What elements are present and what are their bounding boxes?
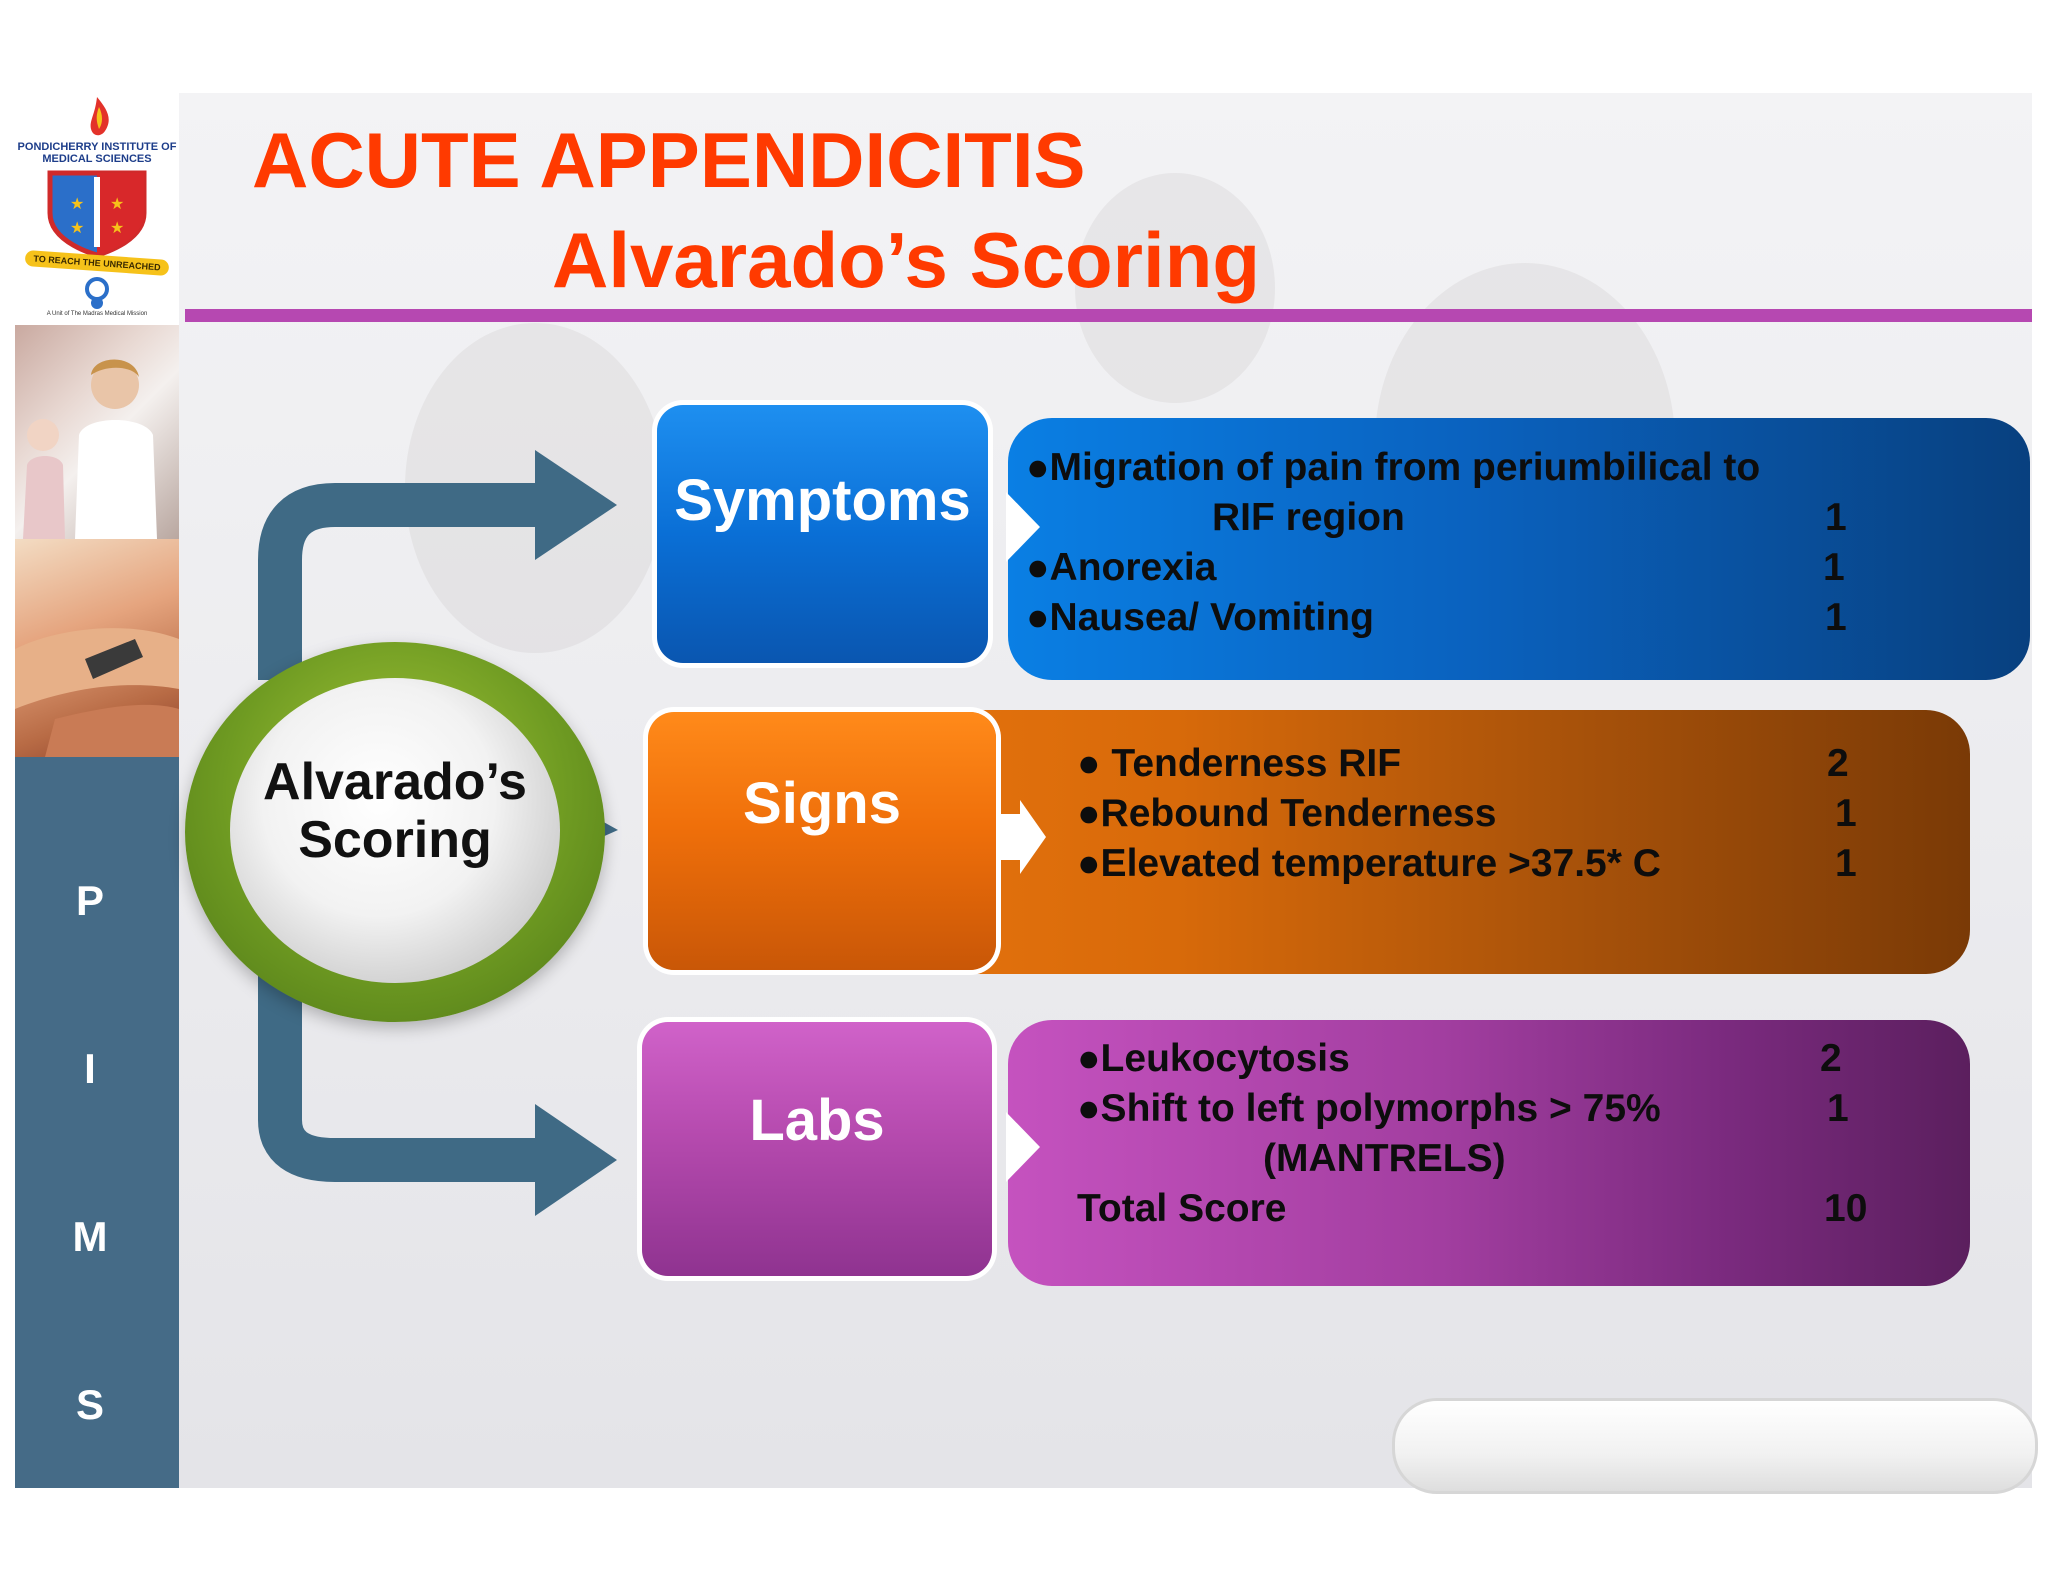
- symptoms-pointer: [1006, 492, 1040, 562]
- signs-box: Signs: [648, 712, 996, 970]
- labs-score-2: 1: [1827, 1087, 1849, 1130]
- signs-pointer: [1000, 800, 1046, 874]
- svg-text:★: ★: [110, 218, 124, 237]
- background-figure-mid: [1075, 173, 1275, 403]
- symptoms-detail-box: [1008, 418, 2030, 680]
- flame-icon: ★ ★ ★ ★: [47, 97, 147, 309]
- pims-letter-s: S: [75, 1381, 104, 1428]
- logo-text: PONDICHERRY INSTITUTE OF MEDICAL SCIENCE…: [17, 141, 177, 165]
- signs-score-1: 2: [1827, 742, 1849, 785]
- symptoms-label: Symptoms: [674, 468, 971, 533]
- title-divider: [185, 309, 2032, 322]
- symptoms-box: Symptoms: [657, 405, 988, 663]
- signs-item-2: ●Rebound Tenderness: [1077, 792, 1497, 835]
- labs-detail-box: [1008, 1020, 1970, 1286]
- signs-score-2: 1: [1835, 792, 1857, 835]
- signs-item-3: ●Elevated temperature >37.5* C: [1077, 842, 1661, 885]
- symptoms-score-3: 1: [1825, 596, 1847, 639]
- labs-item-2-cont: (MANTRELS): [1263, 1137, 1506, 1180]
- pims-letter-i: I: [84, 1045, 96, 1092]
- institute-logo: ★ ★ ★ ★ PONDICHERRY INSTITUTE OF MEDICAL…: [15, 93, 179, 325]
- center-circle: [230, 678, 560, 983]
- slide-title: ACUTE APPENDICITIS: [252, 116, 1086, 204]
- labs-score-1: 2: [1820, 1037, 1842, 1080]
- symptoms-item-1: ●Migration of pain from periumbilical to: [1026, 446, 1761, 489]
- blood-pressure-photo: [15, 539, 179, 757]
- logo-subtext: A Unit of The Madras Medical Mission: [46, 311, 148, 317]
- symptoms-score-2: 1: [1823, 546, 1845, 589]
- symptoms-item-3: ●Nausea/ Vomiting: [1026, 596, 1374, 639]
- center-label-line2: Scoring: [298, 811, 492, 869]
- signs-score-3: 1: [1835, 842, 1857, 885]
- slide-subtitle: Alvarado’s Scoring: [552, 216, 1260, 304]
- total-score-value: 10: [1824, 1187, 1868, 1230]
- labs-item-1: ●Leukocytosis: [1077, 1037, 1350, 1080]
- labs-item-2: ●Shift to left polymorphs > 75%: [1077, 1087, 1661, 1130]
- signs-item-1: ● Tenderness RIF: [1077, 742, 1402, 785]
- signs-label: Signs: [743, 771, 901, 836]
- symptoms-score-1: 1: [1825, 496, 1847, 539]
- center-label-line1: Alvarado’s: [263, 753, 527, 811]
- symptoms-item-1-cont: RIF region: [1212, 496, 1405, 539]
- left-sidebar: ★ ★ ★ ★ PONDICHERRY INSTITUTE OF MEDICAL…: [15, 93, 179, 1488]
- symptoms-item-2: ●Anorexia: [1026, 546, 1217, 589]
- center-label: Alvarado’s Scoring: [230, 753, 560, 869]
- labs-pointer: [1006, 1112, 1040, 1182]
- labs-label: Labs: [749, 1088, 885, 1153]
- pims-letter-m: M: [72, 1213, 108, 1260]
- labs-box: Labs: [642, 1022, 992, 1276]
- svg-text:★: ★: [70, 218, 84, 237]
- pims-letter-p: P: [75, 877, 104, 924]
- svg-text:★: ★: [110, 194, 124, 213]
- svg-text:★: ★: [70, 194, 84, 213]
- total-score-label: Total Score: [1077, 1187, 1287, 1230]
- decorative-pill: [1392, 1398, 2038, 1494]
- doctor-photo: [15, 325, 179, 539]
- pims-vertical-band: P I M S: [15, 757, 179, 1488]
